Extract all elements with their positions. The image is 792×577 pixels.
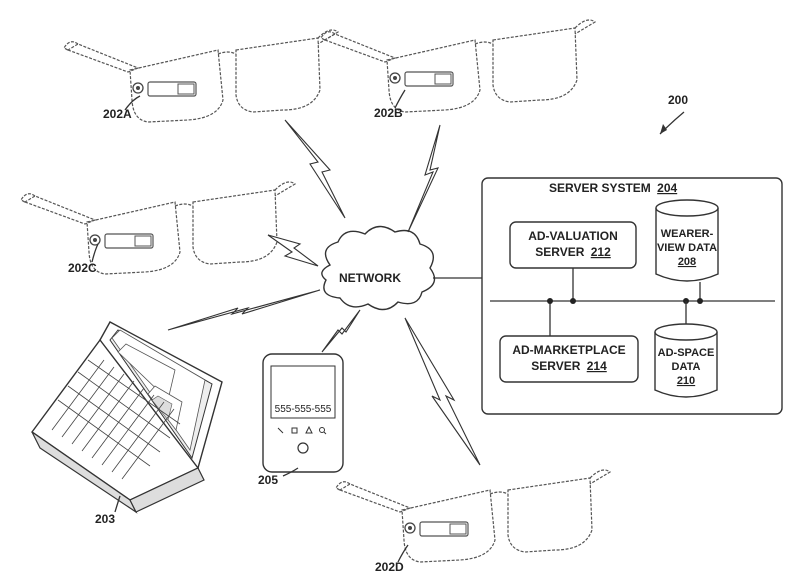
ad-valuation-line2: SERVER 212 — [535, 245, 611, 259]
glasses-202c-icon — [20, 181, 296, 275]
server-system-title: SERVER SYSTEM 204 — [549, 181, 678, 195]
phone-buttons-icon — [277, 425, 327, 435]
ad-marketplace-server-box — [499, 335, 639, 383]
glasses-202d-icon — [335, 469, 611, 563]
wearer-view-data-cylinder — [655, 199, 719, 282]
ad-marketplace-line1: AD-MARKETPLACE — [512, 343, 625, 357]
glasses-202b-label: 202B — [374, 106, 403, 120]
ad-valuation-line2-text: SERVER — [535, 245, 584, 259]
ad-space-data-cylinder — [654, 323, 718, 398]
glasses-202d-label: 202D — [375, 560, 404, 574]
figure-number: 200 — [668, 93, 688, 107]
server-system-ref: 204 — [657, 181, 677, 195]
glasses-202b-icon — [320, 19, 596, 113]
ad-space-line1: AD-SPACE — [658, 347, 715, 359]
glasses-202c-label: 202C — [68, 261, 97, 275]
ad-marketplace-line2-text: SERVER — [531, 359, 580, 373]
wearer-view-ref: 208 — [678, 256, 696, 268]
network-label: NETWORK — [339, 271, 401, 285]
link-bolt-phone — [321, 309, 361, 353]
ad-space-line2: DATA — [672, 361, 701, 373]
server-system-title-text: SERVER SYSTEM — [549, 181, 651, 195]
ad-marketplace-ref: 214 — [587, 359, 607, 373]
link-bolt-202a — [284, 119, 346, 219]
phone-label: 205 — [258, 473, 278, 487]
wearer-view-line2: VIEW DATA — [657, 242, 717, 254]
figure-arrowhead — [660, 124, 667, 134]
network-cloud — [321, 225, 436, 311]
link-bolt-202d — [404, 317, 481, 466]
ad-marketplace-line2: SERVER 214 — [531, 359, 607, 373]
glasses-202a-label: 202A — [103, 107, 132, 121]
phone-screen-number: 555-555-555 — [275, 404, 332, 415]
ad-valuation-line1: AD-VALUATION — [528, 229, 618, 243]
ad-valuation-ref: 212 — [591, 245, 611, 259]
link-bolt-laptop — [167, 289, 321, 331]
phone-home-button — [297, 442, 309, 454]
link-bolt-202c — [267, 234, 319, 267]
laptop-icon — [31, 321, 223, 514]
link-bolt-202b — [407, 124, 441, 233]
laptop-label: 203 — [95, 512, 115, 526]
ad-space-ref: 210 — [677, 375, 695, 387]
wearer-view-line1: WEARER- — [661, 228, 714, 240]
phone-icon: 555-555-555 — [262, 353, 344, 473]
